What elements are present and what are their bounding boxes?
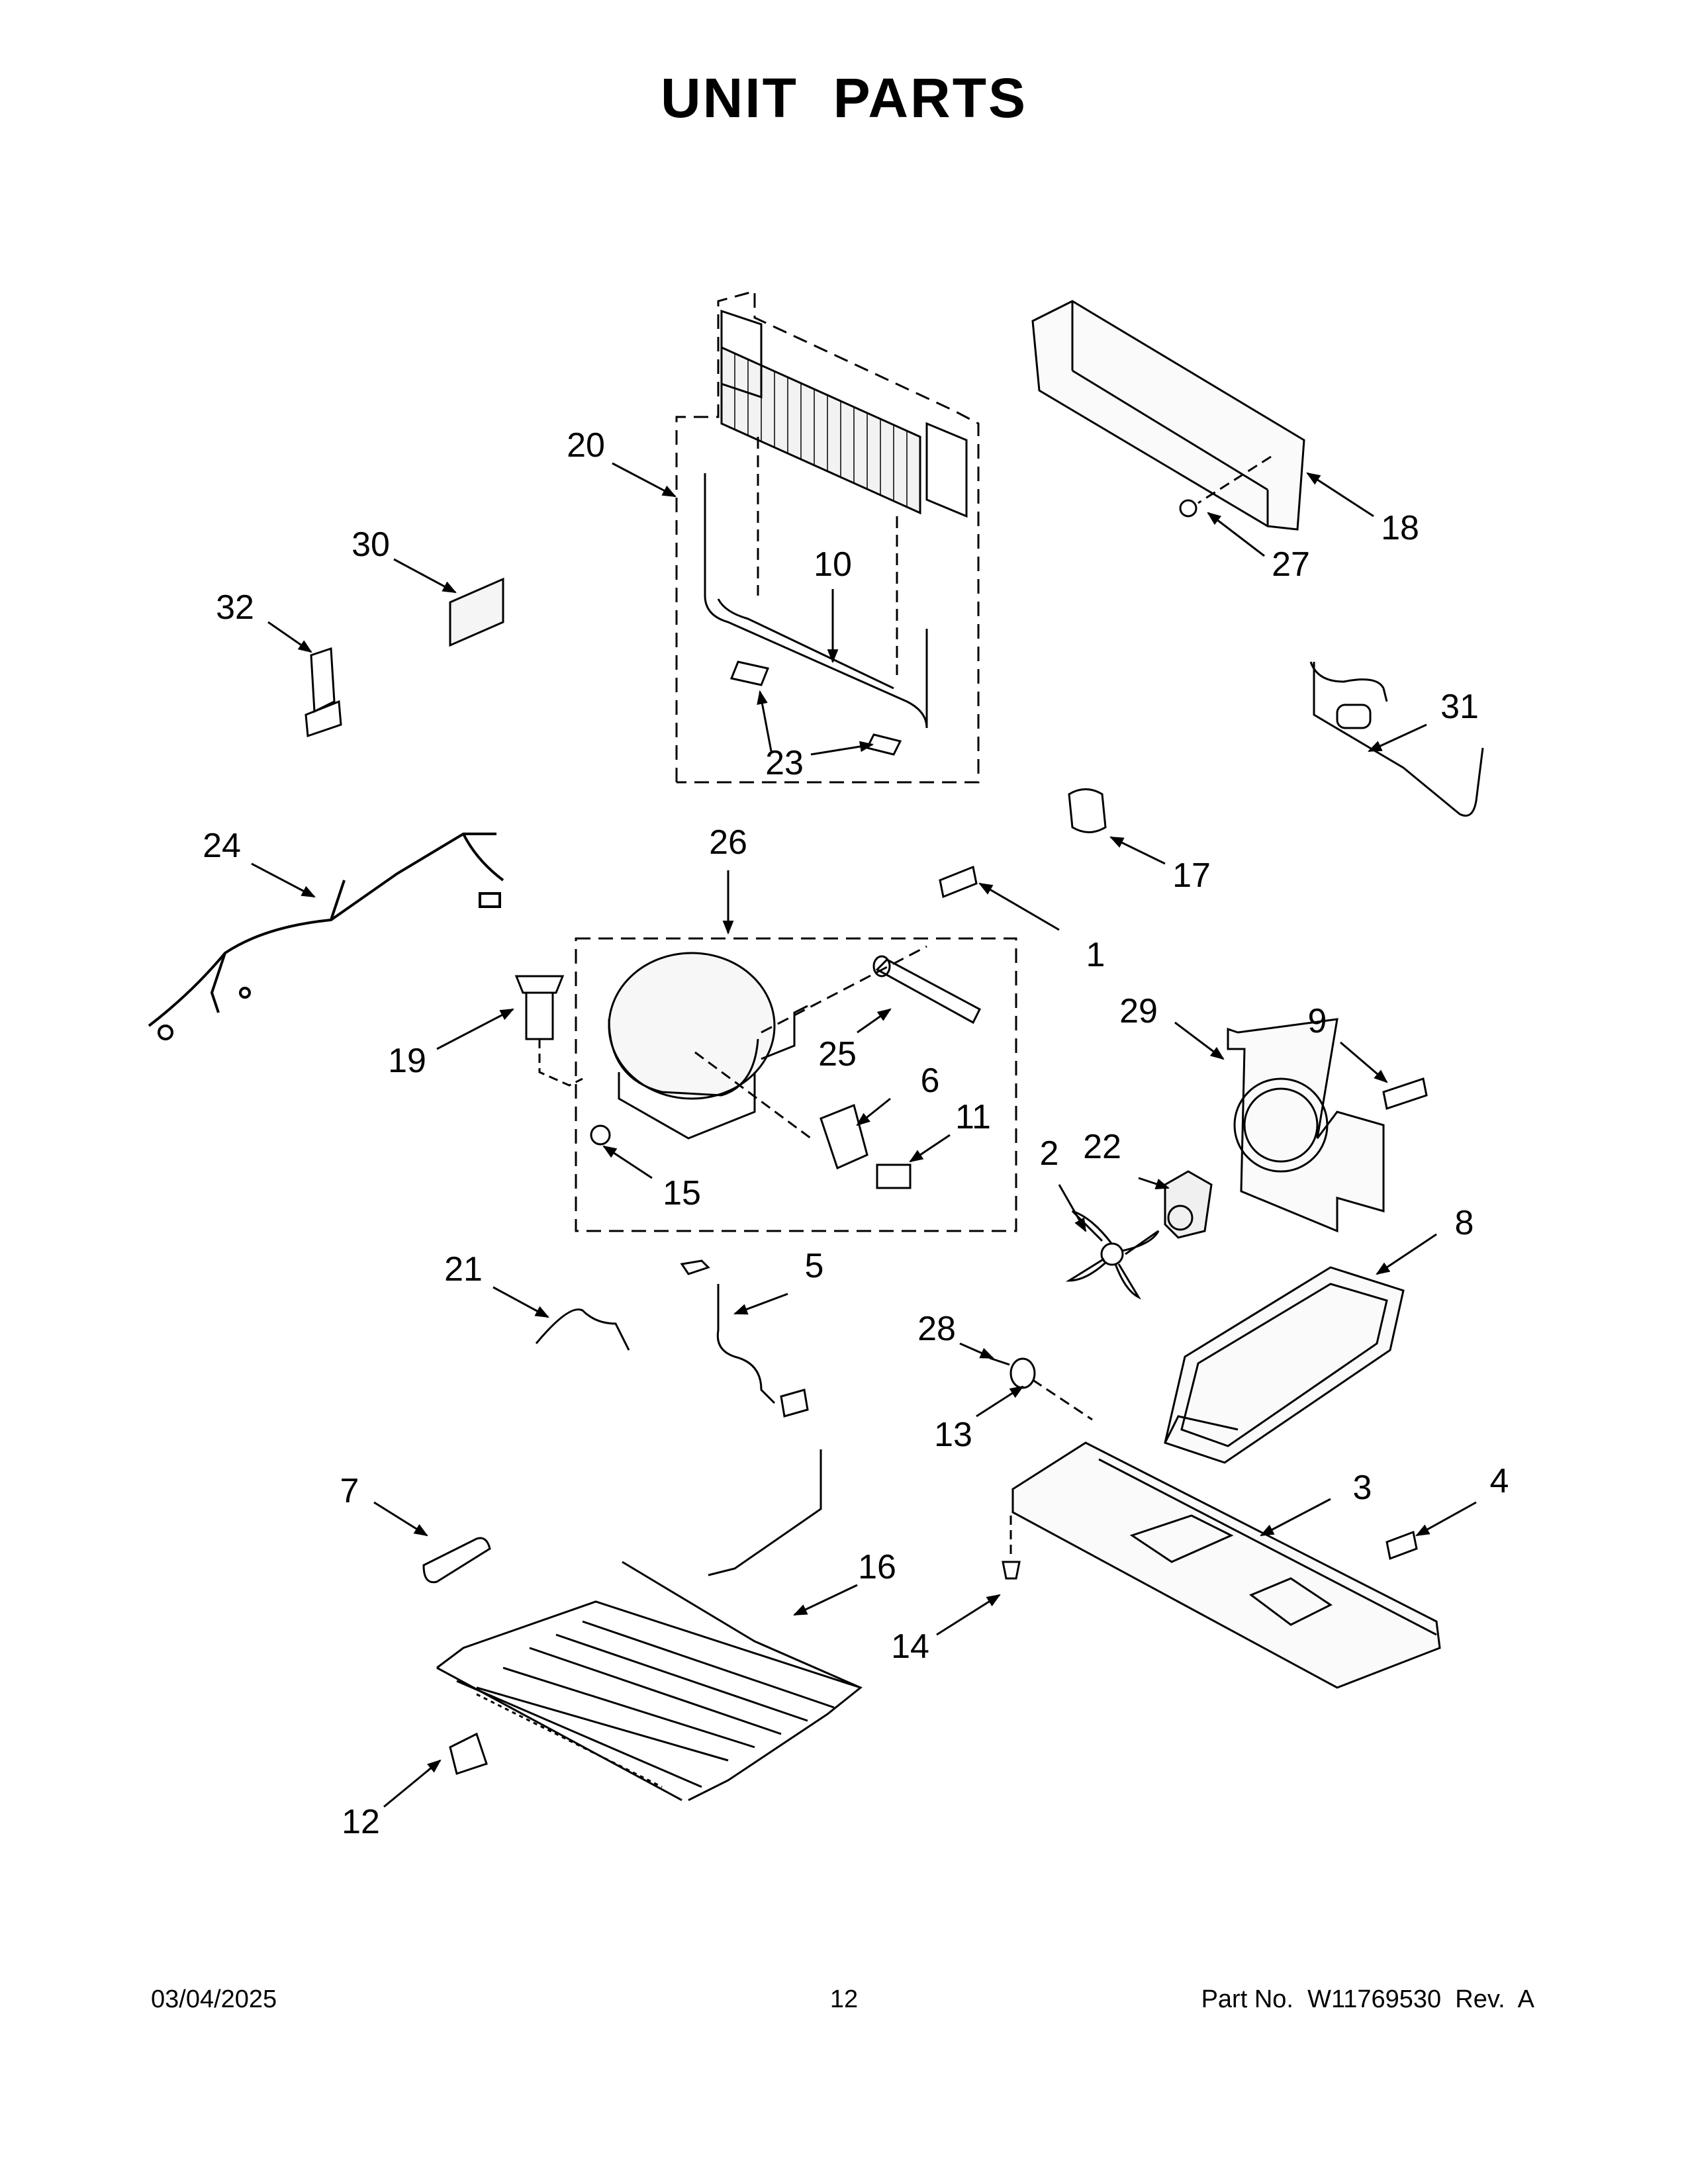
- callout-7: 7: [340, 1472, 359, 1510]
- callout-19: 19: [388, 1042, 426, 1080]
- drain-pan: [1164, 1266, 1405, 1464]
- footer-part-number: Part No. W11769530 Rev. A: [1201, 1985, 1534, 2013]
- tube-assembly-31: [1309, 661, 1484, 817]
- duct-cover: [1031, 300, 1305, 531]
- insulation-tube-7: [422, 1537, 491, 1584]
- callout-22: 22: [1083, 1128, 1121, 1166]
- drain-tube-5: [680, 1259, 809, 1418]
- callout-16: 16: [858, 1548, 896, 1586]
- callout-5: 5: [805, 1247, 824, 1285]
- callout-4: 4: [1490, 1462, 1509, 1500]
- callout-32: 32: [216, 588, 254, 627]
- fan-motor: [1164, 1170, 1213, 1239]
- callout-11: 11: [955, 1098, 991, 1136]
- wire-clip-21: [535, 1308, 630, 1351]
- compressor-assembly: [575, 937, 1017, 1232]
- screw-4: [1385, 1530, 1418, 1561]
- screw-9: [1382, 1077, 1428, 1110]
- callout-27: 27: [1272, 545, 1310, 584]
- callout-8: 8: [1455, 1204, 1474, 1242]
- fan-blade: [1065, 1210, 1160, 1300]
- callout-13: 13: [934, 1416, 972, 1454]
- callout-30: 30: [352, 525, 390, 564]
- control-board: [449, 577, 504, 647]
- callout-1: 1: [1086, 936, 1105, 974]
- callout-18: 18: [1381, 509, 1419, 547]
- callout-15: 15: [663, 1174, 701, 1212]
- callout-29: 29: [1119, 992, 1158, 1030]
- callout-24: 24: [203, 827, 241, 865]
- clip-12: [449, 1732, 488, 1775]
- callout-9: 9: [1308, 1002, 1327, 1040]
- fan-shroud: [1227, 1018, 1385, 1233]
- callout-10: 10: [814, 545, 852, 584]
- page-title: UNIT PARTS: [660, 67, 1028, 129]
- callout-3: 3: [1353, 1469, 1372, 1507]
- clip-17: [1068, 788, 1107, 833]
- callout-6: 6: [921, 1062, 940, 1100]
- callout-25: 25: [818, 1035, 857, 1073]
- wire-harness: [148, 833, 504, 1040]
- callout-20: 20: [567, 426, 605, 465]
- callout-31: 31: [1440, 688, 1479, 726]
- evaporator-assembly: [675, 290, 980, 784]
- callout-23a: 23: [765, 744, 804, 782]
- condenser-coil: [436, 1449, 863, 1801]
- callout-12: 12: [342, 1803, 380, 1841]
- footer-date: 03/04/2025: [151, 1985, 277, 2013]
- callout-21: 21: [444, 1250, 483, 1289]
- caster-parts: [989, 1357, 1093, 1421]
- base-plate: [1011, 1441, 1441, 1689]
- callout-17: 17: [1172, 856, 1211, 895]
- callout-2: 2: [1040, 1134, 1059, 1173]
- start-device-19: [514, 975, 583, 1087]
- callout-28: 28: [917, 1310, 956, 1348]
- callout-26: 26: [709, 823, 747, 862]
- screw-14: [1002, 1516, 1021, 1580]
- screw-1: [939, 865, 978, 899]
- callout-14: 14: [891, 1627, 929, 1666]
- footer-page-number: 12: [829, 1985, 859, 2013]
- callout-labels: 1 2 3 4 5 6 7 8 9 10 11 12 13 14 15 16 1…: [203, 426, 1509, 1841]
- clip-32: [305, 647, 342, 738]
- leader-arrows: [251, 462, 1477, 1808]
